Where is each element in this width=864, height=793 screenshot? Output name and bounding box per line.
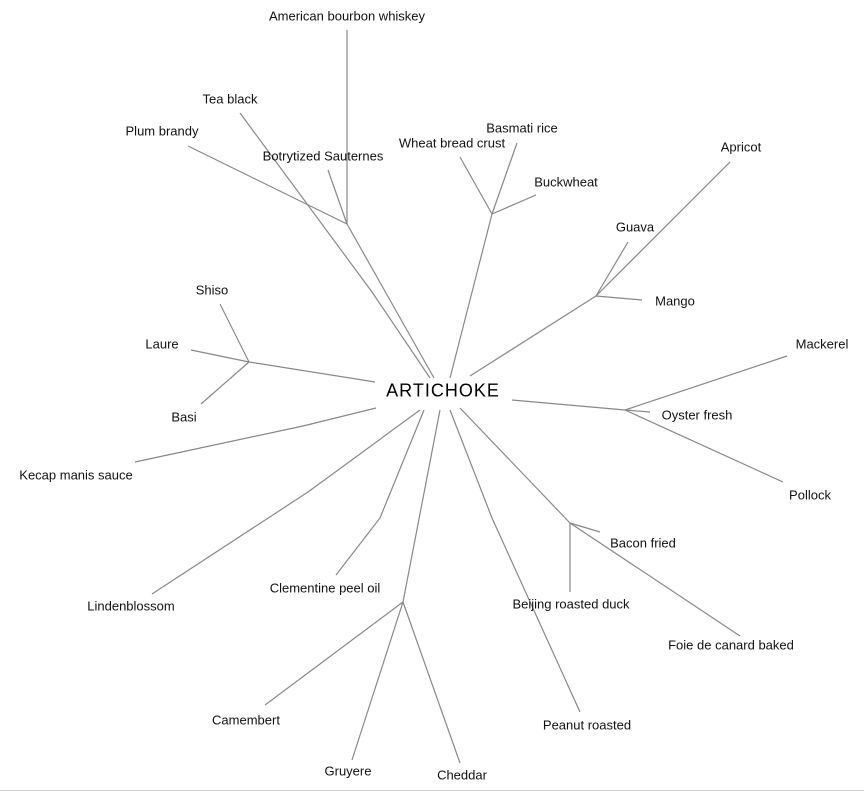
- node-bourbon: American bourbon whiskey: [268, 8, 426, 24]
- node-gruyere: Gruyere: [324, 763, 372, 779]
- node-pollock: Pollock: [789, 487, 831, 503]
- edge-bourbon-branch: [346, 223, 435, 379]
- edge-lindenblossom: [151, 409, 421, 595]
- edge-buckwheat: [491, 194, 537, 215]
- edge-clementine: [335, 409, 425, 576]
- edge-wheat: [459, 156, 493, 215]
- edge-pollock: [624, 409, 784, 483]
- node-camembert: Camembert: [212, 712, 280, 728]
- edge-mango: [595, 295, 643, 301]
- edge-plum: [187, 145, 348, 225]
- edge-bacon-branch: [459, 407, 571, 524]
- node-clementine: Clementine peel oil: [269, 580, 381, 596]
- edge-laure: [190, 349, 250, 363]
- edge-kecap: [134, 407, 377, 463]
- node-bacon: Bacon fried: [610, 535, 676, 551]
- edge-basil-branch: [248, 361, 376, 383]
- edge-oyster-branch: [511, 399, 626, 411]
- edge-cheddar: [402, 601, 461, 764]
- edge-basmati: [491, 142, 518, 215]
- edge-peanut: [449, 409, 581, 713]
- edge-basi: [200, 361, 250, 405]
- node-oyster: Oyster fresh: [661, 407, 733, 423]
- node-apricot: Apricot: [720, 139, 762, 155]
- edge-guava: [595, 241, 629, 297]
- node-lindenblossom: Lindenblossom: [87, 598, 175, 614]
- node-shiso: Shiso: [195, 282, 229, 298]
- edge-bacon: [569, 522, 601, 533]
- node-buckwheat: Buckwheat: [534, 174, 598, 190]
- bottom-divider: [0, 790, 864, 791]
- node-peanut: Peanut roasted: [542, 717, 632, 733]
- node-laure: Laure: [145, 336, 179, 352]
- edge-apricot: [595, 161, 731, 297]
- edge-guava-branch: [469, 295, 597, 377]
- edge-shiso: [219, 303, 250, 363]
- edge-botrytized: [327, 169, 348, 225]
- edge-tea: [239, 112, 431, 379]
- edge-cheese-branch: [402, 409, 441, 603]
- node-guava: Guava: [615, 219, 655, 235]
- edge-wheat-branch: [449, 213, 493, 379]
- node-kecap: Kecap manis sauce: [19, 467, 133, 483]
- node-basi: Basi: [171, 409, 197, 425]
- node-tea: Tea black: [202, 91, 258, 107]
- node-basmati: Basmati rice: [486, 120, 558, 136]
- edge-gruyere: [351, 601, 404, 761]
- node-mackerel: Mackerel: [795, 336, 849, 352]
- node-cheddar: Cheddar: [437, 767, 487, 783]
- node-botrytized: Botrytized Sauternes: [262, 148, 384, 164]
- center-node-label: ARTICHOKE: [386, 380, 500, 401]
- node-beijing: Beijing roasted duck: [512, 596, 630, 612]
- edge-camembert: [264, 601, 404, 706]
- edge-foie: [569, 522, 741, 637]
- edge-oyster: [624, 409, 651, 413]
- node-wheat: Wheat bread crust: [398, 135, 506, 151]
- node-mango: Mango: [655, 293, 695, 309]
- node-plum: Plum brandy: [125, 123, 199, 139]
- edge-mackerel: [624, 355, 788, 411]
- node-foie: Foie de canard baked: [668, 637, 794, 653]
